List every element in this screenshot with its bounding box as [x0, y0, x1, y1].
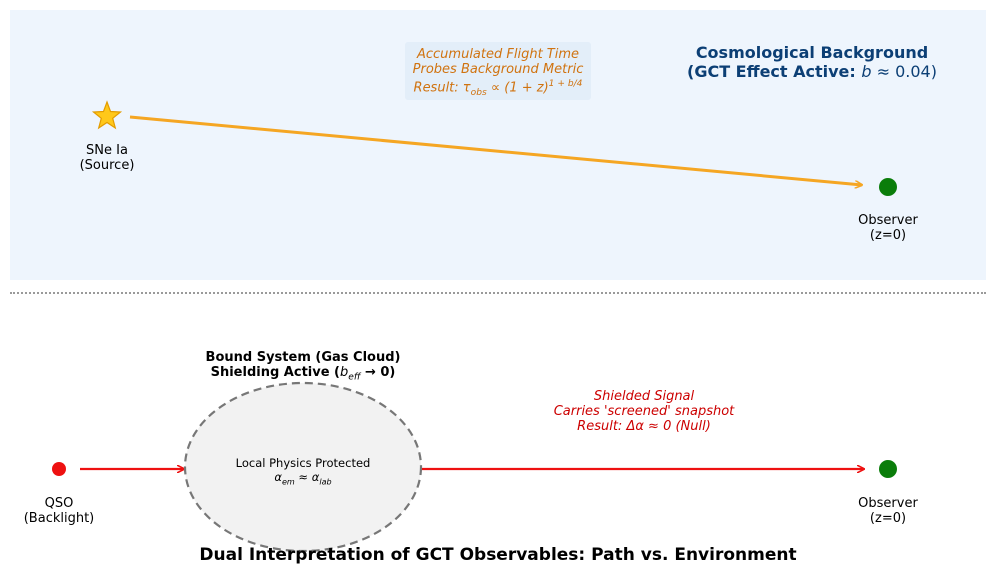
source-star-icon	[91, 100, 123, 130]
bound-suffix: → 0)	[360, 365, 396, 380]
note-exponent: 1 + b/4	[548, 79, 583, 89]
signal-note-line1: Shielded Signal	[593, 389, 695, 404]
note-result-prefix: Result:	[413, 80, 463, 96]
bound-prefix: Shielding Active (	[210, 365, 340, 380]
note-tau-sub: obs	[470, 87, 487, 98]
cloud-alpha-sub2: lab	[319, 477, 332, 487]
background-title: Cosmological Background (GCT Effect Acti…	[686, 43, 938, 81]
note-tau: τ	[462, 80, 471, 96]
cloud-alpha-2: α	[311, 470, 320, 484]
shielded-signal-note: Shielded Signal Carries 'screened' snaps…	[554, 389, 735, 434]
flight-time-note-line3: Result: τobs ∝ (1 + z)1 + b/4	[413, 77, 584, 101]
observer-label-bottom: Observer (z=0)	[858, 496, 918, 526]
flight-time-note-line1: Accumulated Flight Time	[416, 47, 580, 62]
gas-cloud	[183, 381, 423, 553]
flight-time-note: Accumulated Flight Time Probes Backgroun…	[413, 47, 584, 101]
bound-system-title: Bound System (Gas Cloud) Shielding Activ…	[206, 350, 401, 386]
observer-dot-bottom	[879, 460, 897, 478]
flight-time-note-box	[405, 42, 591, 100]
qso-label-line1: QSO	[44, 496, 74, 511]
bg-title-var: b	[861, 62, 872, 81]
observer-label-top-line2: (z=0)	[869, 228, 907, 243]
bound-system-line1: Bound System (Gas Cloud)	[205, 350, 401, 365]
note-proportional: ∝ (1 + z)	[486, 80, 549, 96]
source-label-line1: SNe Ia	[86, 143, 128, 158]
cloud-approx: ≈	[294, 470, 312, 484]
bound-b-sub: eff	[348, 372, 361, 383]
background-title-line1: Cosmological Background	[695, 43, 929, 62]
background-title-line2: (GCT Effect Active: b ≈ 0.04)	[686, 62, 938, 81]
qso-dot	[52, 462, 66, 476]
diagram-title: Dual Interpretation of GCT Observables: …	[199, 545, 797, 565]
bound-b: b	[340, 365, 349, 380]
flight-path-arrow	[129, 115, 862, 185]
observer-label-top-line1: Observer	[858, 213, 918, 228]
qso-label-line2: (Backlight)	[23, 511, 95, 526]
signal-note-line2: Carries 'screened' snapshot	[553, 404, 735, 419]
cloud-alpha-sub1: em	[281, 477, 295, 487]
source-label: SNe Ia (Source)	[80, 143, 135, 173]
panel-divider	[10, 292, 986, 294]
flight-time-note-line2: Probes Background Metric	[412, 62, 584, 77]
bg-title-suffix: ≈ 0.04)	[871, 62, 937, 81]
bound-system-line2: Shielding Active (beff → 0)	[206, 365, 401, 386]
bg-title-prefix: (GCT Effect Active:	[687, 62, 862, 81]
cloud-text-line2: αem ≈ αlab	[236, 470, 371, 489]
cloud-text: Local Physics Protected αem ≈ αlab	[236, 456, 371, 489]
observer-label-top: Observer (z=0)	[858, 213, 918, 243]
observer-label-bottom-line2: (z=0)	[869, 511, 907, 526]
observer-dot-top	[879, 178, 897, 196]
cloud-alpha-1: α	[274, 470, 282, 484]
source-label-line2: (Source)	[79, 158, 135, 173]
signal-note-line3: Result: Δα ≈ 0 (Null)	[577, 419, 711, 434]
cloud-text-line1: Local Physics Protected	[235, 456, 371, 470]
observer-label-bottom-line1: Observer	[858, 496, 918, 511]
qso-label: QSO (Backlight)	[24, 496, 95, 526]
